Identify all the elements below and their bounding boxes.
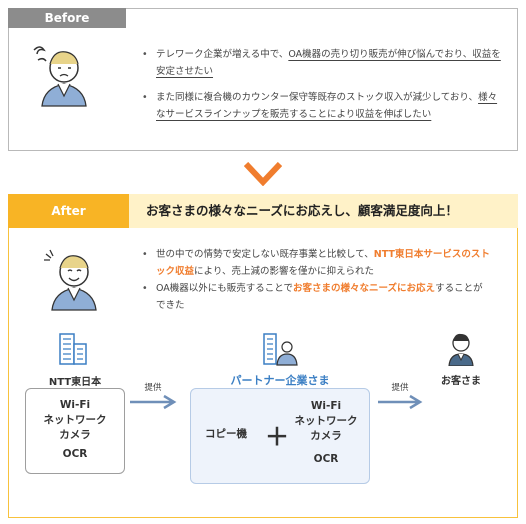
arrow-right-icon bbox=[130, 394, 177, 410]
ntt-item-wifi: Wi-Fi bbox=[59, 399, 91, 411]
arrow-right-icon bbox=[378, 394, 423, 410]
building-icon bbox=[59, 333, 87, 365]
before-tab: Before bbox=[8, 8, 126, 28]
ntt-label: NTT東日本 bbox=[48, 377, 102, 388]
chevron-down-icon bbox=[244, 162, 282, 186]
partner-services-box: コピー機 ＋ Wi-Fi ネットワーク カメラ OCR bbox=[190, 388, 370, 484]
before-bullets: テレワーク企業が増える中で、OA機器の売り切り販売が伸び悩んでおり、収益を安定さ… bbox=[142, 46, 502, 123]
after-bullet-1-highlight: NTT東日本サービスのストック収益 bbox=[156, 249, 490, 277]
worried-person-icon bbox=[33, 46, 87, 107]
ntt-item-camera: カメラ bbox=[59, 429, 91, 441]
ntt-item-network: ネットワーク bbox=[43, 414, 107, 426]
partner-item-network: ネットワーク bbox=[294, 415, 358, 427]
partner-item-camera: カメラ bbox=[310, 430, 342, 442]
partner-item-ocr: OCR bbox=[313, 453, 339, 465]
partner-item-wifi: Wi-Fi bbox=[310, 400, 342, 412]
customer-person-icon bbox=[448, 333, 474, 366]
happy-person-icon bbox=[44, 249, 97, 311]
partner-label: パートナー企業さま bbox=[230, 374, 330, 387]
after-bullet-1: 世の中での情勢で安定しない既存事業と比較して、NTT東日本サービスのストック収益… bbox=[142, 246, 490, 280]
after-bullets: 世の中での情勢で安定しない既存事業と比較して、NTT東日本サービスのストック収益… bbox=[142, 246, 490, 314]
plus-sign: ＋ bbox=[265, 423, 289, 451]
before-bullet-1-highlight: OA機器の売り切り販売が伸び悩んでおり、収益を安定させたい bbox=[156, 49, 501, 77]
provide-label-1: 提供 bbox=[144, 383, 162, 393]
copier-item: コピー機 bbox=[205, 428, 247, 440]
after-tab: After bbox=[8, 194, 129, 228]
customer-label: お客さま bbox=[441, 376, 481, 387]
after-title: お客さまの様々なニーズにお応えし、顧客満足度向上！ bbox=[146, 203, 458, 218]
ntt-services-box: Wi-Fi ネットワーク カメラ OCR bbox=[25, 388, 125, 474]
partner-items: Wi-Fi ネットワーク カメラ OCR bbox=[291, 399, 361, 467]
before-bullet-2: また同様に複合機のカウンター保守等既存のストック収入が減少しており、様々なサービ… bbox=[142, 89, 502, 123]
ntt-item-ocr: OCR bbox=[62, 448, 88, 460]
provide-label-2: 提供 bbox=[391, 383, 409, 393]
after-bullet-2-highlight: お客さまの様々なニーズにお応え bbox=[293, 283, 436, 294]
partner-building-person-icon bbox=[263, 333, 298, 366]
after-bullet-2: OA機器以外にも販売することでお客さまの様々なニーズにお応えすることができた bbox=[142, 280, 490, 314]
before-bullet-1: テレワーク企業が増える中で、OA機器の売り切り販売が伸び悩んでおり、収益を安定さ… bbox=[142, 46, 502, 80]
before-bullet-2-highlight: 様々なサービスラインナップを販売することにより収益を伸ばしたい bbox=[156, 92, 498, 120]
